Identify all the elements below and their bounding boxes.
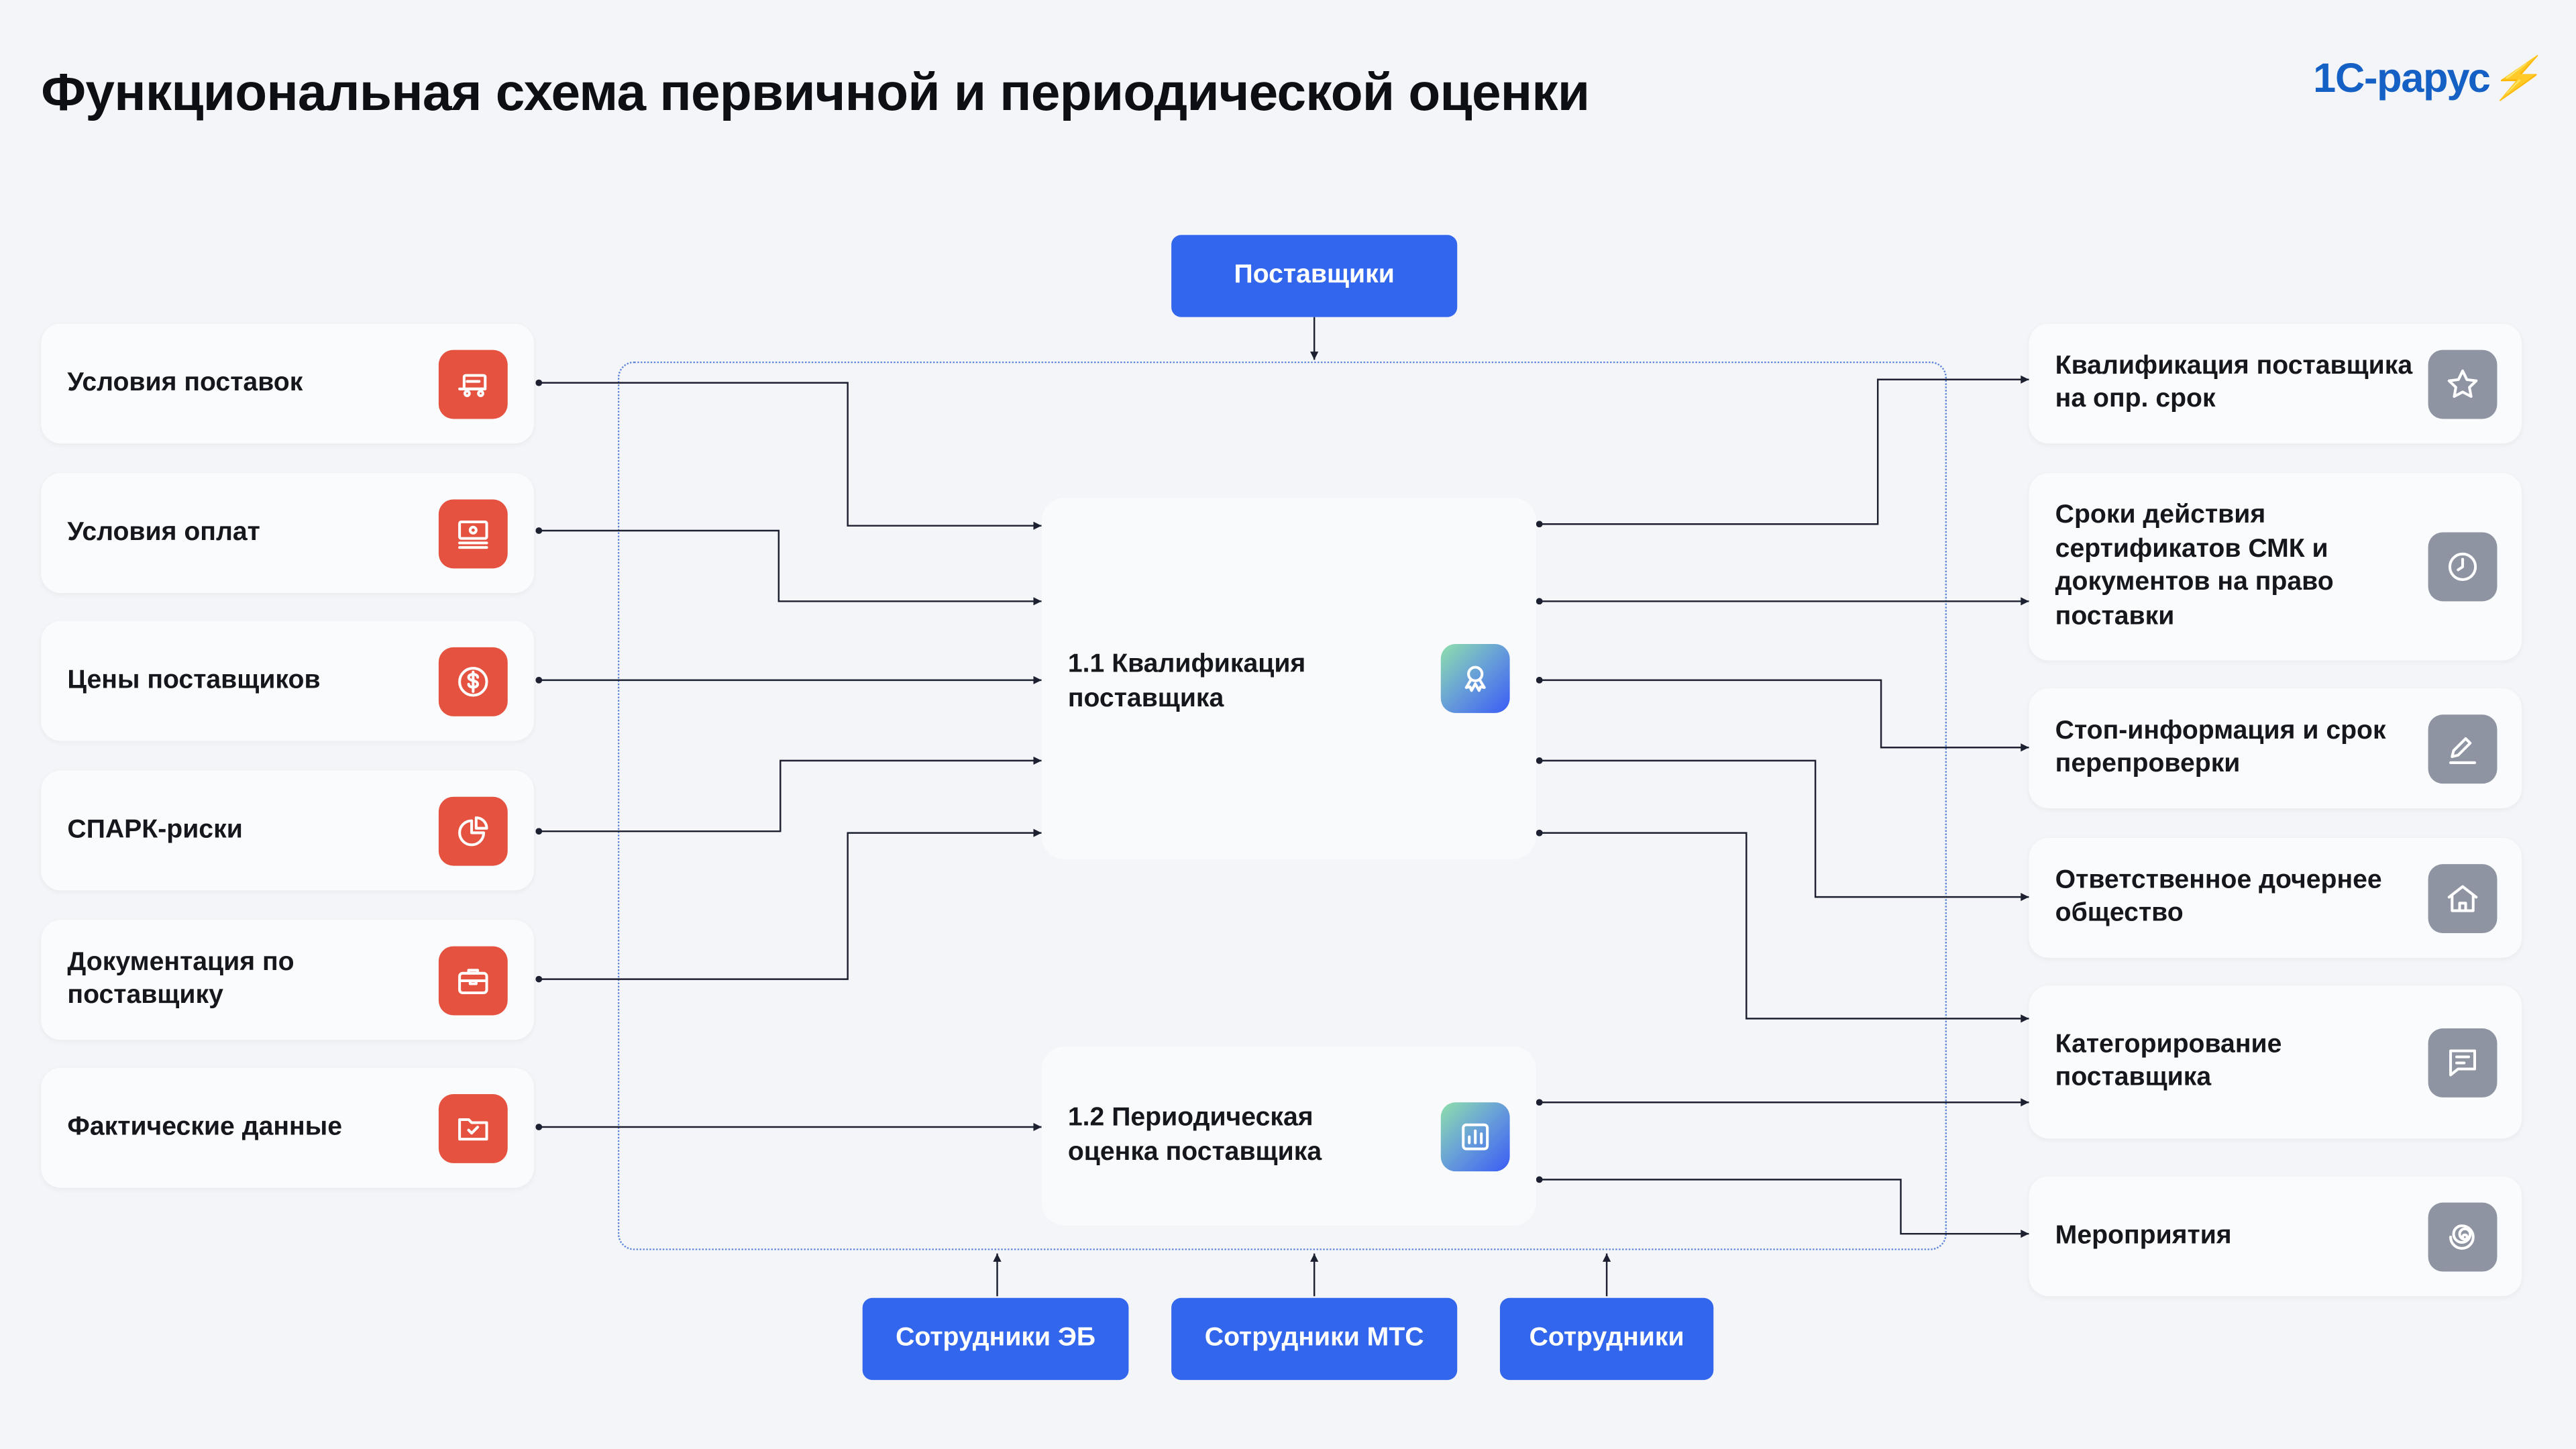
card-label: СПАРК-риски <box>67 815 243 843</box>
suppliers-actor[interactable]: Поставщики <box>1171 235 1458 317</box>
process-label: 1.1 Квалификация поставщика <box>1067 650 1306 713</box>
card-label: Категорирование поставщика <box>2055 1030 2282 1092</box>
truck-icon <box>438 349 508 419</box>
card-label: Условия оплат <box>67 518 260 546</box>
award-icon <box>1440 644 1510 713</box>
pie-chart-icon <box>438 796 508 865</box>
card-label: Стоп-информация и срок перепроверки <box>2055 716 2386 778</box>
output-stop-info[interactable]: Стоп-информация и срок перепроверки <box>2029 688 2522 808</box>
connector <box>1536 1176 2029 1238</box>
card-label: Цены поставщиков <box>67 665 321 694</box>
input-delivery-terms[interactable]: Условия поставок <box>41 323 534 444</box>
actor-staff[interactable]: Сотрудники <box>1499 1297 1714 1381</box>
bar-chart-icon <box>1440 1102 1510 1171</box>
input-supplier-docs[interactable]: Документация по поставщику <box>41 920 534 1040</box>
connector <box>535 756 1042 835</box>
home-icon <box>2428 863 2498 932</box>
input-supplier-prices[interactable]: Цены поставщиков <box>41 621 534 741</box>
clock-icon <box>2428 532 2498 602</box>
card-label: Фактические данные <box>67 1112 343 1141</box>
pencil-icon <box>2428 714 2498 783</box>
spiral-icon <box>2428 1201 2498 1271</box>
connector <box>535 828 1042 983</box>
card-label: Документация по поставщику <box>67 948 294 1010</box>
briefcase-icon <box>438 945 508 1015</box>
output-responsible-subsidiary[interactable]: Ответственное дочернее общество <box>2029 837 2522 958</box>
actor-eb-staff[interactable]: Сотрудники ЭБ <box>862 1297 1129 1381</box>
dollar-circle-icon <box>438 646 508 716</box>
star-icon <box>2428 349 2498 419</box>
connector <box>1536 757 2029 902</box>
output-supplier-categorization[interactable]: Категорирование поставщика <box>2029 985 2522 1139</box>
input-spark-risks[interactable]: СПАРК-риски <box>41 770 534 891</box>
connector <box>535 379 1042 530</box>
page-title: Функциональная схема первичной и периоди… <box>41 62 1590 122</box>
output-certificate-terms[interactable]: Сроки действия сертификатов СМК и докуме… <box>2029 473 2522 661</box>
output-measures[interactable]: Мероприятия <box>2029 1176 2522 1297</box>
process-qualification[interactable]: 1.1 Квалификация поставщика <box>1041 498 1536 859</box>
process-periodic-evaluation[interactable]: 1.2 Периодическая оценка поставщика <box>1041 1046 1536 1226</box>
banknote-icon <box>438 498 508 568</box>
connector <box>1536 829 2029 1023</box>
input-payment-terms[interactable]: Условия оплат <box>41 473 534 594</box>
connector <box>1536 375 2029 528</box>
card-label: Квалификация поставщика на опр. срок <box>2055 352 2413 413</box>
actor-mts-staff[interactable]: Сотрудники МТС <box>1171 1297 1458 1381</box>
folder-check-icon <box>438 1093 508 1163</box>
card-label: Сроки действия сертификатов СМК и докуме… <box>2055 500 2334 631</box>
input-actual-data[interactable]: Фактические данные <box>41 1067 534 1188</box>
card-label: Условия поставок <box>67 368 303 396</box>
process-label: 1.2 Периодическая оценка поставщика <box>1067 1104 1322 1167</box>
connector <box>535 527 1042 606</box>
card-label: Мероприятия <box>2055 1221 2232 1249</box>
card-label: Ответственное дочернее общество <box>2055 865 2382 928</box>
message-list-icon <box>2428 1027 2498 1097</box>
connector <box>1536 676 2029 752</box>
company-logo: 1С-рарус⚡ <box>2313 56 2541 102</box>
output-qualification-period[interactable]: Квалификация поставщика на опр. срок <box>2029 323 2522 444</box>
